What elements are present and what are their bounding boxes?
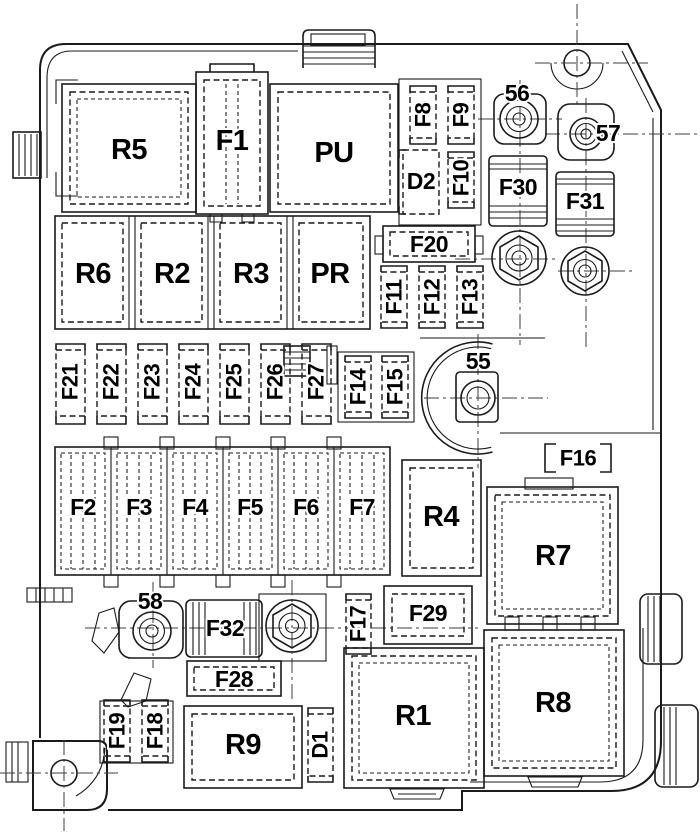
fuse-f16: F16 (544, 443, 612, 473)
fuse-f18-label: F18 (143, 713, 168, 750)
fuse-f21-label: F21 (58, 364, 83, 401)
fuse-row-f21-f27: F21 F22 F23 F24 F25 F26 F27 (55, 343, 332, 425)
fuse-f15-label: F15 (383, 369, 408, 406)
relay-row: R6 R2 R3 PR (54, 215, 371, 330)
component-pu-label: PU (314, 137, 353, 169)
diode-d2-label: D2 (407, 168, 435, 194)
hex-bolt-center (258, 593, 327, 662)
relay-r9-label: R9 (225, 729, 261, 761)
hex-bolt-f31 (560, 246, 610, 296)
fuse-f29-label: F29 (409, 600, 447, 626)
relay-r5-label: R5 (111, 134, 147, 166)
fuse-f19-label: F19 (105, 713, 130, 750)
relay-r7: R7 (486, 477, 619, 625)
wedge-shape-a (91, 607, 120, 654)
mount-ear-bottom-left (32, 740, 108, 811)
fuse-f24-label: F24 (181, 363, 206, 401)
bolt-55-label: 55 (466, 348, 491, 374)
wedge-shape-b (120, 672, 152, 708)
fuse-f30-label: F30 (499, 174, 537, 200)
left-connector (12, 131, 42, 179)
relay-r4: R4 (401, 459, 482, 577)
fuse-f32-label: F32 (206, 615, 244, 641)
fuse-f17-label: F17 (346, 606, 371, 643)
fuse-f13-label: F13 (458, 279, 483, 316)
bolt-56-label: 56 (505, 80, 530, 106)
fuse-f6-label: F6 (293, 494, 319, 520)
fuse-f8: F8 (409, 85, 438, 145)
fuse-f8-label: F8 (411, 102, 436, 127)
fuse-f25-label: F25 (222, 364, 247, 401)
bolt-56: 56 (493, 78, 547, 145)
fuse-block-f19-f18: F19 F18 (99, 699, 174, 764)
component-pu: PU (269, 83, 399, 213)
fuse-f3-label: F3 (126, 494, 152, 520)
small-component-b (326, 345, 338, 385)
bottom-left-connector (5, 741, 29, 783)
fuse-f11-label: F11 (382, 279, 407, 314)
relay-r9: R9 (183, 705, 303, 789)
relay-r6-label: R6 (75, 258, 111, 290)
bolt-57: 57 (557, 103, 623, 161)
fuse-f14-label: F14 (346, 368, 371, 406)
fuse-f9-label: F9 (449, 102, 474, 127)
left-edge-connector (26, 587, 73, 603)
fuse-f26-label: F26 (263, 364, 288, 401)
relay-r4-label: R4 (423, 501, 459, 533)
fuse-f10: F10 (447, 151, 476, 209)
relay-r7-label: R7 (535, 540, 571, 572)
fuse-block-f2-f7: F2 F3 F4 F5 F6 F7 (54, 436, 391, 588)
fuse-f30: F30 (488, 155, 548, 227)
fuse-f20-label: F20 (410, 231, 448, 257)
right-connector-bottom (654, 704, 699, 788)
fuse-f31-label: F31 (566, 188, 605, 214)
fuse-f7-label: F7 (349, 494, 375, 520)
relay-r3-label: R3 (233, 258, 269, 290)
bolt-58: 58 (118, 586, 184, 659)
fuse-f29: F29 (383, 585, 473, 645)
fuse-f31: F31 (555, 171, 615, 237)
fuse-f12-label: F12 (420, 279, 445, 316)
fuse-f22-label: F22 (99, 364, 124, 401)
fuse-f32: F32 (185, 599, 263, 658)
fuse-f5-label: F5 (237, 494, 264, 520)
fuse-f11: F11 (380, 265, 409, 329)
fuse-f16-label: F16 (560, 446, 597, 471)
fuse-f2-label: F2 (70, 494, 96, 520)
fuse-f1-label: F1 (216, 125, 249, 157)
top-connector (302, 29, 376, 68)
fuse-box-outline (39, 43, 662, 811)
bolt-57-label: 57 (596, 120, 621, 146)
fuse-f27-label: F27 (304, 364, 329, 401)
fuse-block-f14-f15: F14 F15 (337, 351, 415, 423)
small-component-a (283, 345, 311, 377)
fuse-f20: F20 (374, 225, 484, 263)
relay-r2-label: R2 (154, 258, 190, 290)
fuse-f9: F9 (447, 85, 476, 145)
fuse-f4-label: F4 (182, 494, 209, 520)
centerlines (0, 4, 698, 831)
hex-bolt-f30 (491, 230, 547, 286)
fuse-f28: F28 (186, 660, 282, 697)
fuse-f23-label: F23 (140, 364, 165, 401)
relay-r1: R1 (343, 647, 485, 800)
diode-d1: D1 (306, 707, 335, 783)
bolt-58-label: 58 (138, 588, 163, 614)
relay-r1-label: R1 (395, 700, 431, 732)
relay-r8-label: R8 (535, 687, 571, 719)
relay-r5: R5 (55, 79, 197, 213)
fuse-f28-label: F28 (215, 666, 254, 692)
diode-d1-label: D1 (308, 731, 333, 758)
relay-pr-label: PR (310, 258, 350, 290)
fuse-f10-label: F10 (449, 160, 474, 197)
fuse-f12: F12 (418, 265, 447, 329)
diode-d2: D2 (398, 149, 440, 215)
fuse-f17: F17 (344, 593, 373, 655)
right-connector-mid (639, 593, 683, 665)
relay-r8: R8 (483, 616, 625, 788)
bolt-55: 55 (420, 341, 499, 455)
fuse-f1: F1 (195, 63, 269, 223)
fuse-f13: F13 (456, 265, 485, 329)
